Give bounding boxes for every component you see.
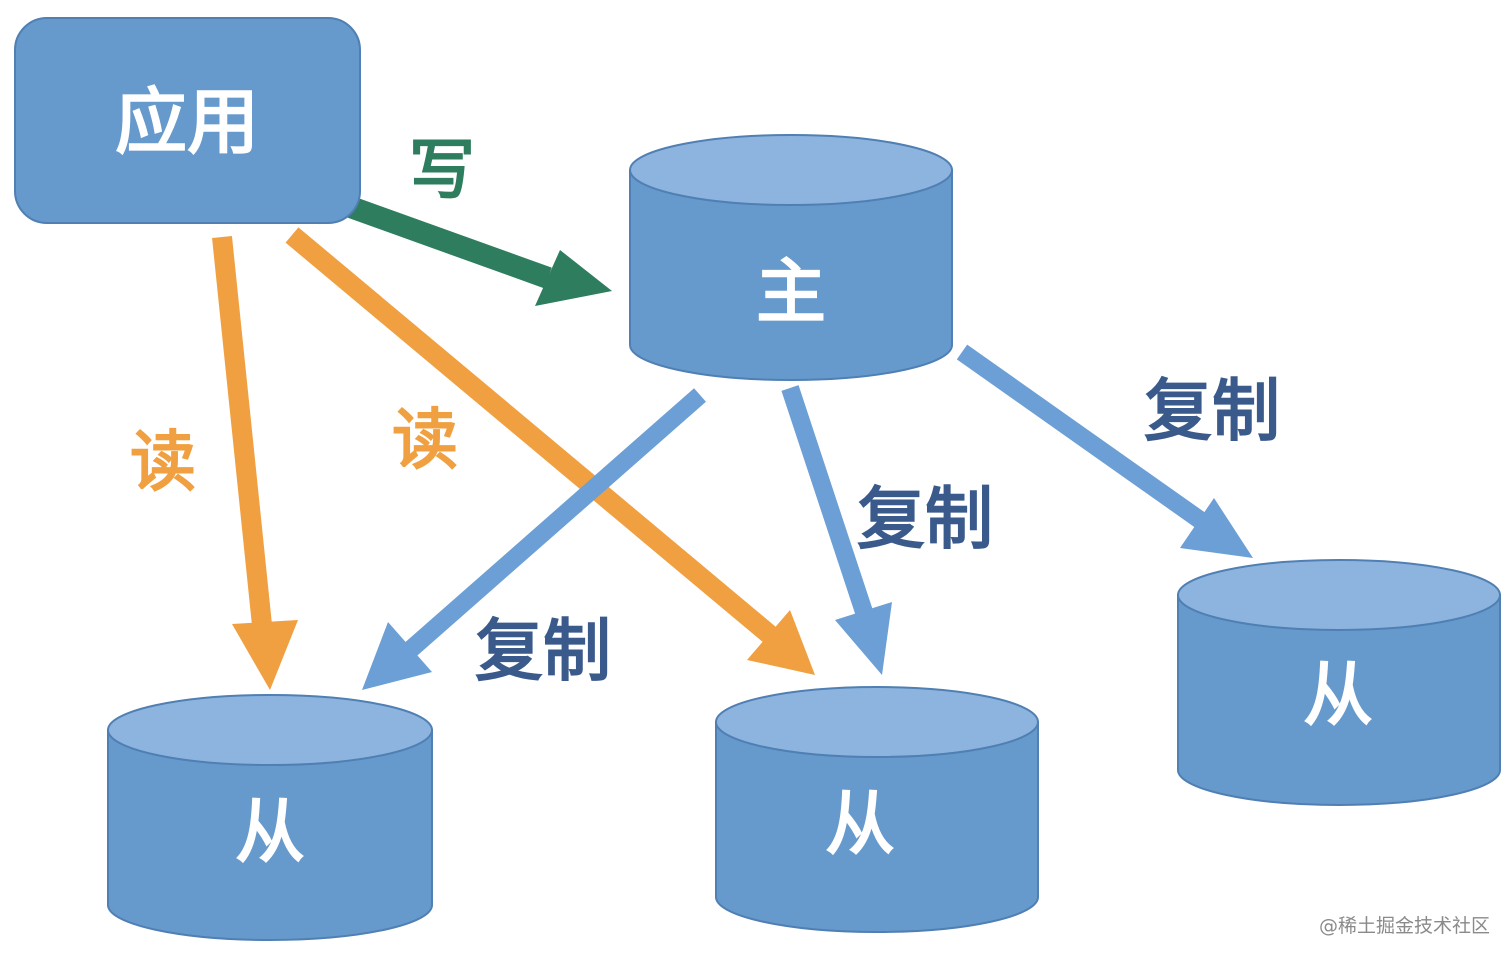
slave-left-label: 从 [235,791,305,873]
replicate-arrow-middle [781,385,892,675]
watermark: @稀土掘金技术社区 [1319,915,1490,937]
slave-db-cylinder-left: 从 [107,694,433,941]
replicate-label-middle: 复制 [857,481,993,560]
replicate-label-left: 复制 [475,613,611,692]
master-label: 主 [756,251,826,333]
read-label-middle: 读 [392,402,458,479]
read-arrow-left [212,235,298,690]
master-db-cylinder: 主 [629,134,953,381]
slave-db-cylinder-right: 从 [1177,559,1501,806]
write-label: 写 [409,132,475,209]
app-node: 应用 [14,17,361,224]
read-arrow-middle [285,227,815,675]
replicate-arrow-right [956,344,1253,558]
arrows [212,194,1253,690]
slave-db-cylinder-middle: 从 [715,686,1039,933]
slave-right-label: 从 [1303,654,1373,736]
slave-middle-label: 从 [825,783,895,865]
write-arrow [341,194,612,306]
read-label-left: 读 [130,424,196,501]
app-label: 应用 [115,80,259,164]
replicate-label-right: 复制 [1144,373,1280,452]
replicate-arrow-left [362,388,706,690]
